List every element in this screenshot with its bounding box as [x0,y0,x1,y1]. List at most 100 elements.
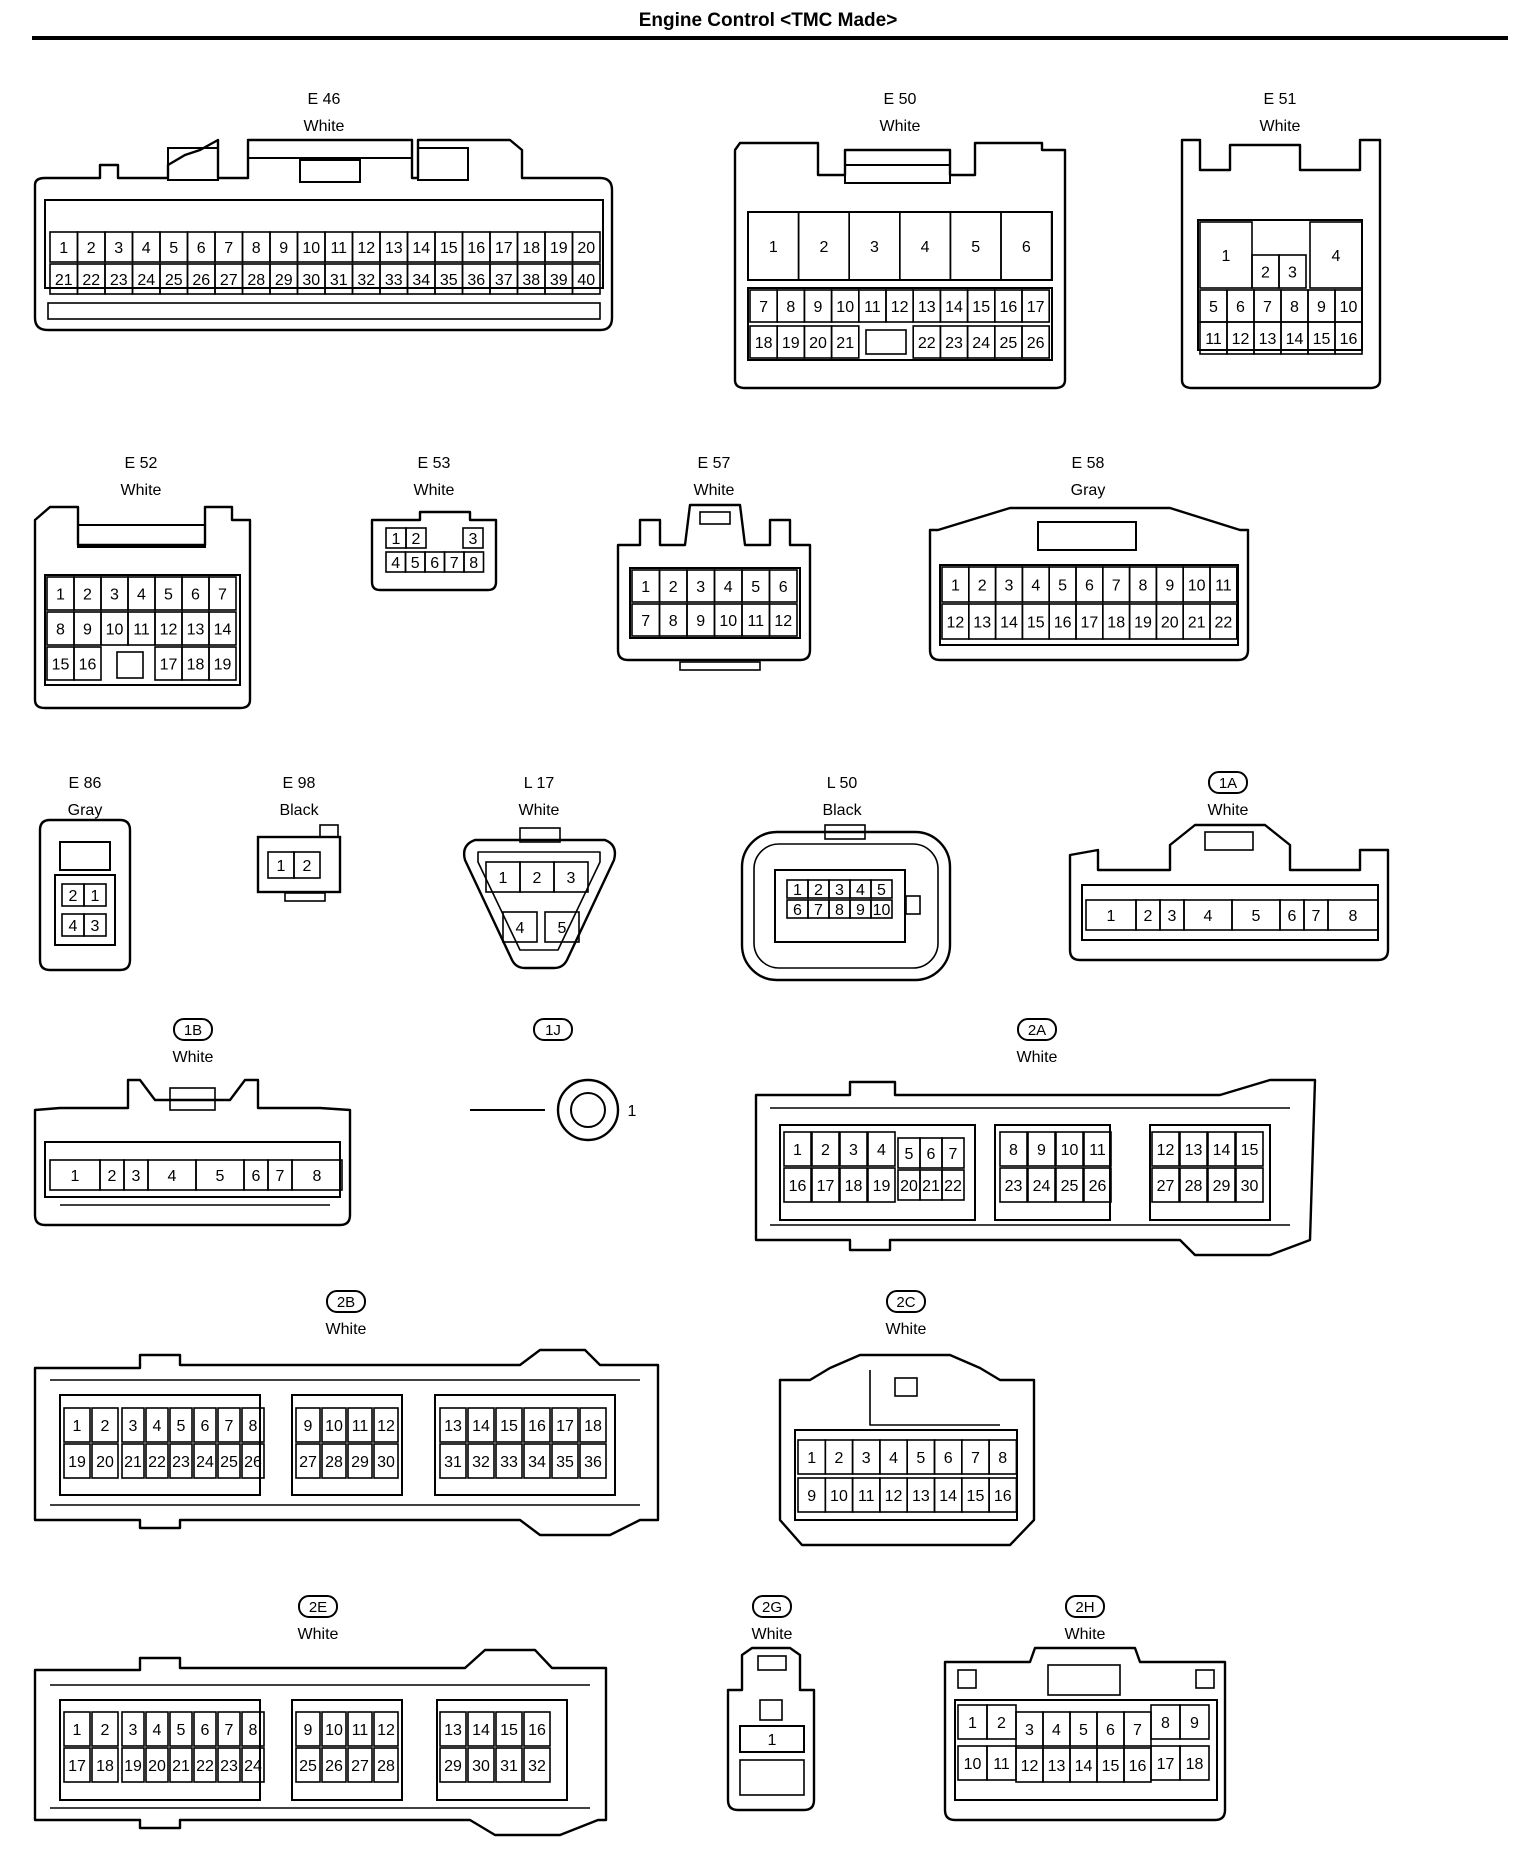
pin-label: 19 [214,657,232,674]
outline-shape [59,841,111,871]
pin-label: 32 [472,1454,490,1471]
pin-label: 1 [807,1450,816,1467]
outline-shape [699,511,731,525]
pin-cell [941,1137,965,1169]
pin-label: 3 [110,587,119,604]
pin-cell [217,1711,241,1747]
pin-label: 1 [59,240,68,257]
outline-shape [1204,831,1254,851]
outline-shape [757,1655,787,1671]
pin-cell [169,1747,193,1783]
pin-label: 1 [769,239,778,256]
pin-cell [169,1407,193,1443]
pin-label: 11 [330,240,347,257]
pin-label: 27 [220,272,238,289]
pin-cell [462,527,484,549]
connector-id: 1A [1219,775,1237,792]
pin-label: 2 [1144,908,1153,925]
pin-cell [373,1443,399,1479]
connector-id: E 51 [1264,91,1297,108]
outline-shape [434,1394,616,1496]
connector-color: White [326,1321,367,1338]
pin-label: 15 [1027,615,1045,632]
connector-2A: 1162173184195206217228239241025112612271… [754,1078,1317,1257]
connector-color: White [173,1049,214,1066]
pin-label: 7 [759,299,768,316]
connector-id: E 46 [308,91,341,108]
connector-id: L 50 [827,775,858,792]
pin-label: 23 [172,1454,190,1471]
pin-label: 1 [499,870,508,887]
pin-cell [1235,1167,1264,1203]
pin-cell [495,1747,523,1783]
outline-shape [169,1087,216,1111]
pin-cell [193,1711,217,1747]
pin-label: 35 [556,1454,574,1471]
pin-label: 11 [1089,1142,1106,1159]
pin-cell [145,1747,169,1783]
pin-label: 1 [91,888,100,905]
pin-cell [783,1131,812,1167]
pin-label: 1 [56,587,65,604]
connector-color: White [298,1626,339,1643]
pin-label: 30 [1241,1178,1259,1195]
pin-label: 9 [807,1488,816,1505]
pin-label: 9 [1190,1715,1199,1732]
pin-label: 38 [522,272,540,289]
pin-cell [867,1167,896,1203]
pin-label: 18 [96,1758,114,1775]
pin-cell [439,1711,467,1747]
ring-terminal [556,1078,620,1142]
pin-label: 12 [1021,1758,1039,1775]
pin-label: 8 [1161,1715,1170,1732]
pin-label: 6 [201,1418,210,1435]
pin-label: 4 [1332,248,1341,265]
pin-label: 13 [918,299,936,316]
pin-label: 19 [550,240,568,257]
outline-shape [747,287,1053,361]
pin-cell [467,1443,495,1479]
pin-label: 12 [160,622,178,639]
pin-label: 13 [973,615,991,632]
pin-cell [295,1711,321,1747]
outline-shape [1037,521,1137,551]
pin-cell [208,611,237,646]
pin-cell [551,1407,579,1443]
pin-label: 7 [814,902,823,919]
pin-label: 8 [1139,578,1148,595]
pin-label: 27 [299,1454,317,1471]
connector-housing [740,830,952,982]
pin-label: 4 [1204,908,1213,925]
pin-label: 1 [277,858,286,875]
pin-cell [523,1711,551,1747]
pin-label: 35 [440,272,458,289]
pin-label: 36 [584,1454,602,1471]
pin-cell [988,1439,1018,1475]
pin-cell [571,263,601,295]
pin-label: 11 [1205,331,1222,348]
pin-label: 3 [1288,265,1297,282]
pin-cell [1021,325,1051,359]
pin-label: 6 [944,1450,953,1467]
pin-label: 21 [172,1758,190,1775]
pin-label: 10 [873,902,891,919]
pin-label: 2 [814,882,823,899]
pin-label: 11 [133,622,150,639]
pin-cell [523,1443,551,1479]
outline-shape [59,1394,261,1496]
pin-label: 3 [469,531,478,548]
pin-cell [1278,254,1307,289]
pin-cell [811,1167,840,1203]
pin-label: 30 [377,1454,395,1471]
pin-label: 9 [1317,299,1326,316]
pin-cell [463,551,485,573]
connector-id-badge [173,1018,213,1041]
pin-label: 34 [528,1454,546,1471]
pin-cell [783,1167,812,1203]
